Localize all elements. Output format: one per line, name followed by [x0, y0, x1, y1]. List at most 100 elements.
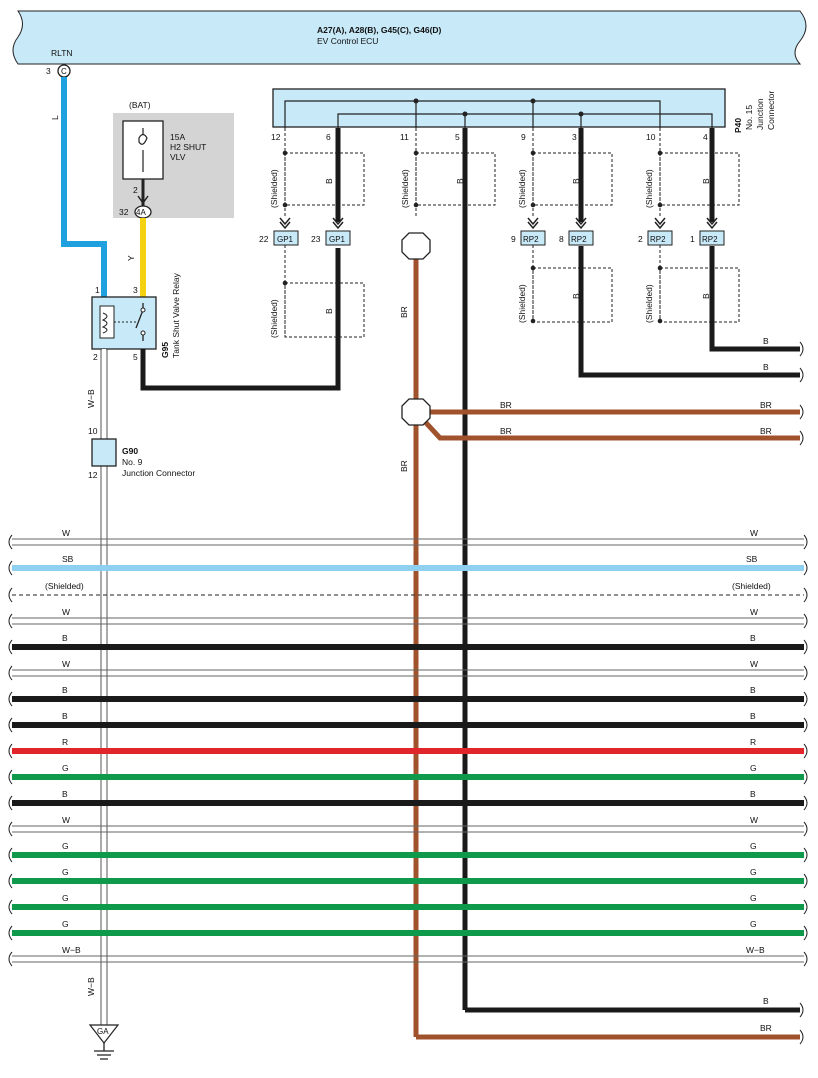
- bus-wire-label-left: G: [62, 841, 69, 851]
- right-wire-label: B: [763, 362, 769, 372]
- bus-wire-label-left: W: [62, 815, 70, 825]
- p40-pin-5: 5: [455, 132, 460, 142]
- break-marks-right-upper: [799, 341, 804, 1045]
- shielded-label: (Shielded): [400, 169, 410, 208]
- shielded-label: (Shielded): [644, 284, 654, 323]
- bus-wire-label-left: G: [62, 763, 69, 773]
- plug-rp2-d: [699, 230, 725, 246]
- p40-node: [462, 111, 468, 117]
- plug-gp1-b: [325, 230, 351, 246]
- ecu-box: [12, 10, 807, 65]
- fuse-line1: 15A: [170, 132, 185, 142]
- p40-node: [578, 111, 584, 117]
- plug-rp2-c: [647, 230, 673, 246]
- p40-node: [530, 98, 536, 104]
- plug-rp2-a-pin: 9: [511, 234, 516, 244]
- wire-b-relay-to-gp1: [140, 248, 341, 391]
- p40-line2: Junction: [755, 98, 765, 130]
- ground-icon: [94, 1043, 114, 1060]
- wire-label-br: BR: [399, 306, 409, 318]
- bus-wire-label-right: W: [750, 607, 758, 617]
- p40-code: P40: [733, 118, 743, 133]
- splice-point: [401, 232, 431, 260]
- bus-wire-label-left: B: [62, 711, 68, 721]
- wire-label-b: B: [324, 178, 334, 184]
- right-wire-label: BR: [760, 400, 772, 410]
- relay-pin1: 1: [95, 285, 100, 295]
- right-wire-label: BR: [760, 1023, 772, 1033]
- bus-wire-label-left: G: [62, 867, 69, 877]
- g90-code: G90: [122, 446, 138, 456]
- shielded-label: (Shielded): [269, 299, 279, 338]
- p40-line3: Connector: [766, 91, 776, 130]
- g90-connector: [91, 438, 117, 467]
- bus-wire: (Shielded)(Shielded): [8, 581, 808, 603]
- p40-pin-11: 11: [400, 132, 409, 142]
- plug-rp2-b: [568, 230, 594, 246]
- plug-rp2-b-pin: 8: [559, 234, 564, 244]
- bus-wire-label-right: (Shielded): [732, 581, 771, 591]
- shielded-label: (Shielded): [644, 169, 654, 208]
- bus-wire-label-right: B: [750, 633, 756, 643]
- wire-label-br: BR: [399, 460, 409, 472]
- relay-coil-icon: [101, 312, 108, 334]
- bus-wire-label-right: W−B: [746, 945, 765, 955]
- relay-pin5: 5: [133, 352, 138, 362]
- fuse-line2: H2 SHUT: [170, 142, 206, 152]
- wire-label-b: B: [455, 178, 465, 184]
- wire-label-b: B: [571, 178, 581, 184]
- p40-pin-3: 3: [572, 132, 577, 142]
- bus-wire-label-right: W: [750, 659, 758, 669]
- bus-wire-label-left: B: [62, 685, 68, 695]
- plug-arrows: [279, 217, 718, 230]
- bus-wire-label-right: G: [750, 841, 757, 851]
- ground-triangle: [88, 1024, 120, 1044]
- relay-pin3: 3: [133, 285, 138, 295]
- wire-wb-label-top: W−B: [86, 389, 96, 408]
- bus-wire-label-left: B: [62, 633, 68, 643]
- bus-wire-label-right: G: [750, 919, 757, 929]
- right-wire-label: B: [763, 996, 769, 1006]
- fuse-pin-left: 32: [119, 207, 129, 217]
- wire-wb-label-bottom: W−B: [86, 977, 96, 996]
- bus-wire-label-right: B: [750, 711, 756, 721]
- right-wire-label: B: [763, 336, 769, 346]
- shielded-leads: [284, 128, 740, 338]
- bus-wire-label-right: G: [750, 893, 757, 903]
- plug-rp2-d-name: RP2: [702, 235, 718, 244]
- bus-wire-label-left: B: [62, 789, 68, 799]
- bus-wire-label-left: W: [62, 528, 70, 538]
- wire-label-b: B: [571, 293, 581, 299]
- p40-pin-10: 10: [646, 132, 656, 142]
- plug-rp2-a-name: RP2: [523, 235, 539, 244]
- bus-wire-label-left: W: [62, 607, 70, 617]
- fuse-pin-connector-label: 4A: [136, 208, 146, 217]
- plug-gp1-a-pin: 22: [259, 234, 269, 244]
- ecu-pin-name: RLTN: [51, 48, 73, 58]
- fuse-pin-top: 2: [133, 185, 138, 195]
- wire-label-b: B: [701, 293, 711, 299]
- p40-pin-9: 9: [521, 132, 526, 142]
- bus-wire-label-left: W: [62, 659, 70, 669]
- plug-gp1-b-name: GP1: [329, 235, 346, 244]
- plug-gp1-a-name: GP1: [277, 235, 294, 244]
- p40-pin-6: 6: [326, 132, 331, 142]
- p40-pin-12: 12: [271, 132, 281, 142]
- plug-rp2-c-name: RP2: [650, 235, 666, 244]
- shielded-label: (Shielded): [517, 169, 527, 208]
- plug-gp1-a: [273, 230, 299, 246]
- fuse-icon: [138, 128, 148, 172]
- p40-node: [413, 98, 419, 104]
- ecu-title: A27(A), A28(B), G45(C), G46(D): [317, 25, 442, 35]
- g90-line2: Junction Connector: [122, 468, 195, 478]
